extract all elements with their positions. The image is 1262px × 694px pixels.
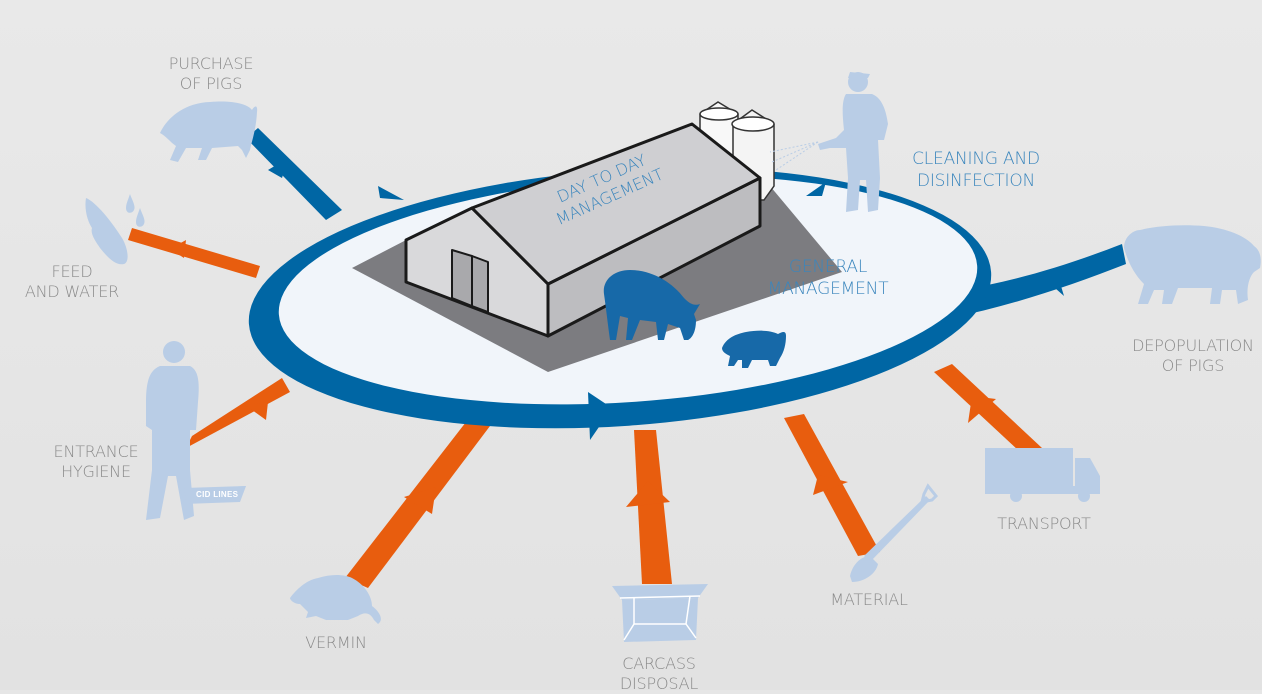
label-feed-and-water: FEED AND WATER xyxy=(12,262,132,302)
carcass-container-lines xyxy=(619,595,701,641)
label-line: OF PIGS xyxy=(179,74,243,93)
carcass-container-icon xyxy=(612,584,708,642)
label-line: GENERAL xyxy=(788,257,868,277)
label-transport: TRANSPORT xyxy=(984,514,1104,534)
pig-grazing-icon xyxy=(603,270,700,340)
arrow-entrance-hygiene xyxy=(186,378,290,448)
label-line: MANAGEMENT xyxy=(767,279,889,299)
label-line: DISINFECTION xyxy=(916,171,1036,191)
label-entrance-hygiene: ENTRANCE HYGIENE xyxy=(36,442,156,482)
label-material: MATERIAL xyxy=(814,590,924,610)
label-purchase-of-pigs: PURCHASE OF PIGS xyxy=(146,54,276,94)
arrow-purchase-of-pigs xyxy=(246,128,342,220)
pig-icon xyxy=(160,101,258,162)
label-line: OF PIGS xyxy=(1161,356,1225,375)
pig-icon xyxy=(1124,225,1261,304)
barn-roof xyxy=(470,122,762,286)
label-depopulation-of-pigs: DEPOPULATION OF PIGS xyxy=(1108,336,1262,376)
arrow-transport xyxy=(934,364,1042,450)
ring-arrowhead-top-left xyxy=(378,186,404,200)
barn-door xyxy=(451,249,489,313)
label-cleaning-and-disinfection: CLEANING AND DISINFECTION xyxy=(896,148,1056,192)
label-line: AND WATER xyxy=(24,282,120,301)
label-vermin: VERMIN xyxy=(286,633,386,653)
silhouettes xyxy=(85,72,1261,642)
water-drop-icon xyxy=(126,194,135,213)
label-general-management: GENERAL MANAGEMENT xyxy=(748,256,908,300)
dark-pigs xyxy=(603,270,786,368)
label-line: CLEANING AND xyxy=(912,149,1040,169)
cid-lines-mat xyxy=(184,486,246,502)
arrow-depopulation xyxy=(950,244,1126,318)
water-drop-icon xyxy=(136,208,145,227)
label-line: TRANSPORT xyxy=(997,514,1091,533)
ring-arrowhead-top-right xyxy=(806,182,826,196)
label-line: ENTRANCE xyxy=(53,442,139,461)
shovel-icon xyxy=(850,483,939,582)
ring-arrowhead-bottom xyxy=(588,392,612,440)
label-line: VERMIN xyxy=(305,633,367,652)
label-line: PURCHASE xyxy=(168,54,254,73)
pig-standing-icon xyxy=(722,330,786,368)
label-line: CARCASS xyxy=(622,654,696,673)
arrow-vermin xyxy=(345,422,490,588)
arrow-feed-and-water xyxy=(128,228,260,278)
label-carcass-disposal: CARCASS DISPOSAL xyxy=(604,654,714,694)
arrow-material xyxy=(784,414,880,556)
label-line: HYGIENE xyxy=(61,462,131,481)
brand-logo: CID LINES xyxy=(196,490,239,499)
truck-icon xyxy=(985,448,1100,502)
worker-spraying-icon xyxy=(818,72,888,212)
arrow-carcass-disposal xyxy=(626,430,672,584)
label-line: MATERIAL xyxy=(830,590,908,609)
label-line: DEPOPULATION xyxy=(1132,336,1254,355)
rat-icon xyxy=(290,575,381,624)
spray-mist xyxy=(769,141,819,171)
blue-arrows xyxy=(246,128,1126,318)
label-line: DISPOSAL xyxy=(619,674,699,693)
label-line: FEED xyxy=(51,262,93,281)
orange-arrows xyxy=(128,228,1042,588)
barn-building xyxy=(404,122,762,338)
corn-icon xyxy=(85,198,128,265)
